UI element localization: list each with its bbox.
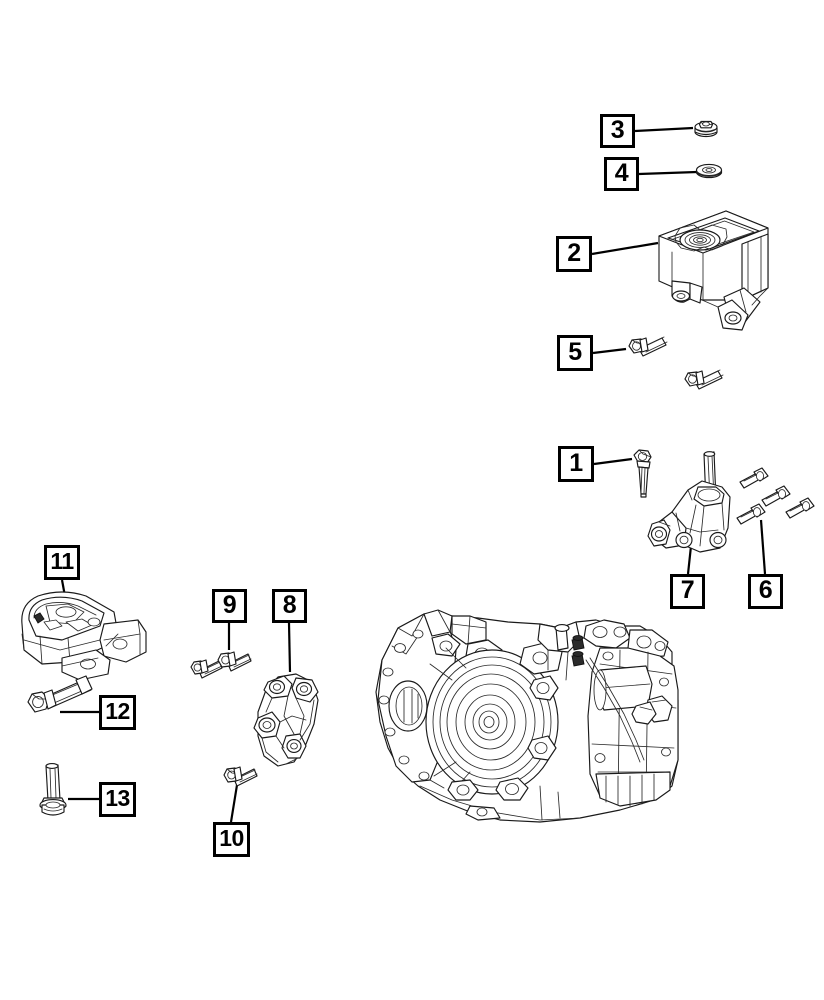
leader-line-4	[638, 170, 698, 176]
part-flat-washer	[695, 163, 723, 179]
leader-line-1	[593, 457, 633, 466]
callout-1[interactable]: 1	[558, 446, 594, 482]
callout-12[interactable]: 12	[99, 695, 136, 730]
part-hex-flange-nut	[694, 120, 718, 138]
leader-line-2	[591, 241, 659, 256]
leader-line-3	[634, 126, 694, 133]
leader-line-5	[592, 347, 627, 355]
part-bracket-bolt-4	[736, 503, 766, 525]
callout-4[interactable]: 4	[604, 157, 639, 191]
part-engine-mount-bracket	[647, 451, 731, 553]
part-bracket-bolt-9b	[217, 651, 252, 672]
callout-number-3: 3	[610, 115, 625, 144]
leader-line-10	[229, 784, 239, 823]
callout-9[interactable]: 9	[212, 589, 247, 623]
part-bracket-through-bolt	[633, 449, 652, 498]
callout-7[interactable]: 7	[670, 574, 705, 609]
callout-number-1: 1	[569, 448, 583, 477]
callout-11[interactable]: 11	[44, 545, 80, 580]
callout-number-11: 11	[50, 548, 74, 574]
part-strut-bolt	[27, 675, 93, 713]
callout-5[interactable]: 5	[557, 335, 593, 371]
part-long-strut-bolt	[39, 763, 67, 816]
part-bracket-bolt-10	[223, 766, 258, 787]
part-engine-mount-isolator	[658, 210, 769, 331]
callout-number-7: 7	[680, 576, 695, 604]
callout-number-6: 6	[758, 576, 773, 604]
callout-13[interactable]: 13	[99, 782, 136, 817]
part-bracket-bolt-1	[739, 467, 769, 489]
part-bracket-bolt-2	[761, 485, 791, 507]
part-transmission-mount-bracket	[253, 673, 319, 767]
callout-number-8: 8	[282, 590, 297, 619]
callout-number-12: 12	[105, 698, 130, 724]
callout-number-10: 10	[219, 825, 244, 851]
callout-number-5: 5	[568, 337, 582, 366]
part-mount-bolt-b	[684, 369, 724, 390]
callout-6[interactable]: 6	[748, 574, 783, 609]
part-bracket-bolt-3	[785, 497, 815, 519]
part-bracket-bolt-9a	[190, 659, 223, 679]
callout-10[interactable]: 10	[213, 822, 250, 857]
part-mount-bolt-a	[628, 336, 668, 357]
callout-number-13: 13	[105, 785, 130, 811]
callout-3[interactable]: 3	[600, 114, 635, 148]
callout-number-9: 9	[222, 590, 237, 619]
leader-lines	[60, 126, 767, 823]
callout-8[interactable]: 8	[272, 589, 307, 623]
callout-2[interactable]: 2	[556, 236, 592, 272]
leader-line-6	[759, 519, 767, 575]
part-automatic-transaxle-assembly	[375, 609, 679, 823]
callout-number-2: 2	[567, 238, 581, 267]
leader-line-8	[287, 622, 292, 673]
part-rear-mount-torque-strut	[21, 591, 147, 681]
callout-number-4: 4	[614, 158, 629, 187]
leader-line-7	[686, 545, 693, 575]
